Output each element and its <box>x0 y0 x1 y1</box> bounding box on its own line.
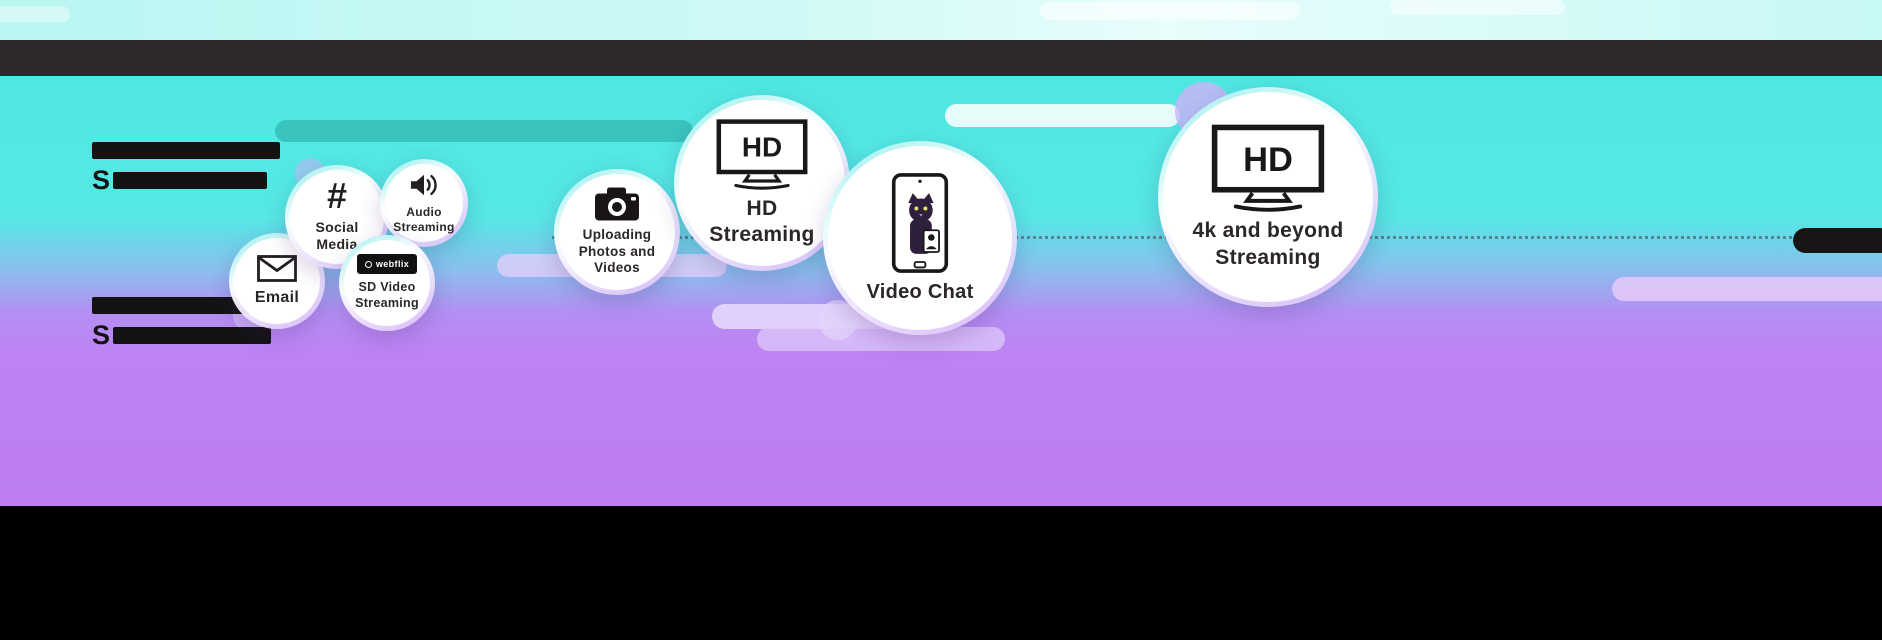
heading-line: S <box>92 165 280 195</box>
bubble-label: 4k and beyond Streaming <box>1192 219 1344 269</box>
bubble-audio-streaming-inner: Audio Streaming <box>385 164 463 242</box>
envelope-icon <box>257 254 297 282</box>
bubble-label: Email <box>254 288 300 306</box>
webflix-badge-text: webflix <box>375 259 410 270</box>
svg-text:HD: HD <box>1243 141 1293 179</box>
bubble-audio-streaming: Audio Streaming <box>380 159 468 247</box>
tv-hd-icon: HD <box>715 118 809 190</box>
heading-line: S <box>92 320 285 350</box>
decor-pill-top-1 <box>1040 2 1300 20</box>
bubble-video-chat-inner: Video Chat <box>828 146 1012 330</box>
webflix-dot-icon <box>364 260 372 268</box>
hashtag-icon: # <box>326 175 348 217</box>
bubble-label: Social Media <box>315 218 359 253</box>
tv-hd-icon: HD <box>1210 123 1326 212</box>
phone-cat-icon <box>891 172 949 274</box>
redacted-text-bar <box>113 327 272 345</box>
bubble-sd-video-streaming: webflix SD Video Streaming <box>339 235 435 331</box>
redacted-text-bar <box>113 172 268 190</box>
bubble-uploading-photos-inner: Uploading Photos and Videos <box>559 174 675 290</box>
webflix-badge: webflix <box>356 254 418 275</box>
bubble-label: HD Streaming <box>709 196 815 246</box>
speed-tier-heading-2: S <box>92 297 285 350</box>
bubble-hd-streaming-inner: HD HD Streaming <box>679 100 845 266</box>
decor-pill-top-2 <box>1390 0 1565 15</box>
bottom-black-bar <box>0 506 1882 640</box>
decor-pill-black-right <box>1793 228 1882 253</box>
svg-text:HD: HD <box>742 131 782 162</box>
decor-pill-white-right <box>945 104 1180 127</box>
speed-tier-heading-1: S <box>92 142 280 195</box>
bubble-video-chat: Video Chat <box>823 141 1017 335</box>
decor-pill-teal <box>275 120 693 142</box>
bubble-4k-streaming-inner: HD 4k and beyond Streaming <box>1163 92 1373 302</box>
decor-pill-purple-right <box>1612 277 1882 301</box>
top-strip-background <box>0 0 1882 40</box>
top-dark-bar <box>0 40 1882 76</box>
camera-icon <box>594 187 640 221</box>
bubble-sd-video-streaming-inner: webflix SD Video Streaming <box>344 240 430 326</box>
redacted-text-bar <box>92 142 280 159</box>
bubble-label: Audio Streaming <box>393 205 455 234</box>
heading-visible-letter: S <box>92 165 111 195</box>
decor-pill-top-3 <box>0 6 70 22</box>
bubble-4k-streaming: HD 4k and beyond Streaming <box>1158 87 1378 307</box>
bubble-label: Video Chat <box>866 280 974 303</box>
speaker-icon <box>408 171 440 199</box>
bubble-uploading-photos: Uploading Photos and Videos <box>554 169 680 295</box>
bubble-hd-streaming: HD HD Streaming <box>674 95 850 271</box>
decor-pill-lavender-2 <box>757 327 1005 351</box>
heading-visible-letter: S <box>92 320 111 350</box>
bubble-label: SD Video Streaming <box>355 280 419 310</box>
bubble-label: Uploading Photos and Videos <box>578 226 656 276</box>
